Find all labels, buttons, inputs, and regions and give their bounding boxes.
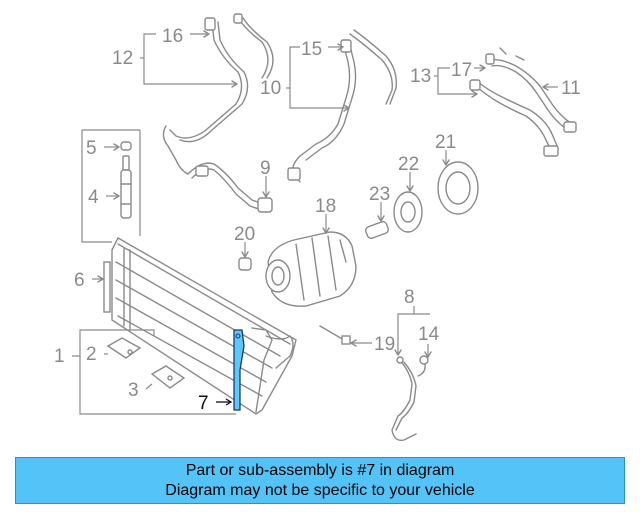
callout-22: 22 xyxy=(398,154,419,175)
fitting-20 xyxy=(238,257,252,271)
callout-11: 11 xyxy=(561,78,581,99)
callout-16: 16 xyxy=(162,26,183,47)
callout-8: 8 xyxy=(404,287,415,308)
compressor-18 xyxy=(265,231,357,307)
callout-2: 2 xyxy=(86,344,97,365)
callout-18: 18 xyxy=(315,196,336,217)
part-7-bracket-highlighted xyxy=(233,329,245,411)
hose-assembly-11 xyxy=(469,47,577,157)
callout-19: 19 xyxy=(374,334,395,355)
callout-13: 13 xyxy=(410,66,431,87)
bracket-2 xyxy=(106,337,142,359)
banner-line-part: Part or sub-assembly is #7 in diagram xyxy=(185,462,455,479)
info-banner: Part or sub-assembly is #7 in diagram Di… xyxy=(15,457,625,504)
callout-21: 21 xyxy=(435,132,456,153)
drier-cartridge-4-5 xyxy=(120,141,132,219)
hose-assembly-12 xyxy=(162,13,274,213)
callout-14: 14 xyxy=(418,324,440,345)
callout-12: 12 xyxy=(112,48,133,69)
callout-23: 23 xyxy=(369,184,390,205)
bolt-19 xyxy=(319,325,351,345)
callout-9: 9 xyxy=(260,158,271,179)
callout-20: 20 xyxy=(234,224,255,245)
callout-1: 1 xyxy=(54,346,65,367)
callout-6: 6 xyxy=(74,270,85,291)
callout-3: 3 xyxy=(128,380,139,401)
leader-lines xyxy=(72,30,558,415)
banner-line-disclaimer: Diagram may not be specific to your vehi… xyxy=(165,482,475,499)
callout-10: 10 xyxy=(260,78,281,99)
bracket-3 xyxy=(150,365,186,389)
callout-7: 7 xyxy=(198,393,209,414)
callout-17: 17 xyxy=(451,60,472,81)
callout-15: 15 xyxy=(301,39,322,60)
pulley-22-21-23 xyxy=(365,161,479,239)
callout-4: 4 xyxy=(88,187,99,208)
hose-assembly-10 xyxy=(287,29,397,183)
sensor-line-8-14 xyxy=(391,355,429,441)
parts-diagram: 16 12 15 10 17 13 11 9 5 4 6 1 2 3 7 20 … xyxy=(54,13,581,441)
callout-5: 5 xyxy=(86,138,97,159)
